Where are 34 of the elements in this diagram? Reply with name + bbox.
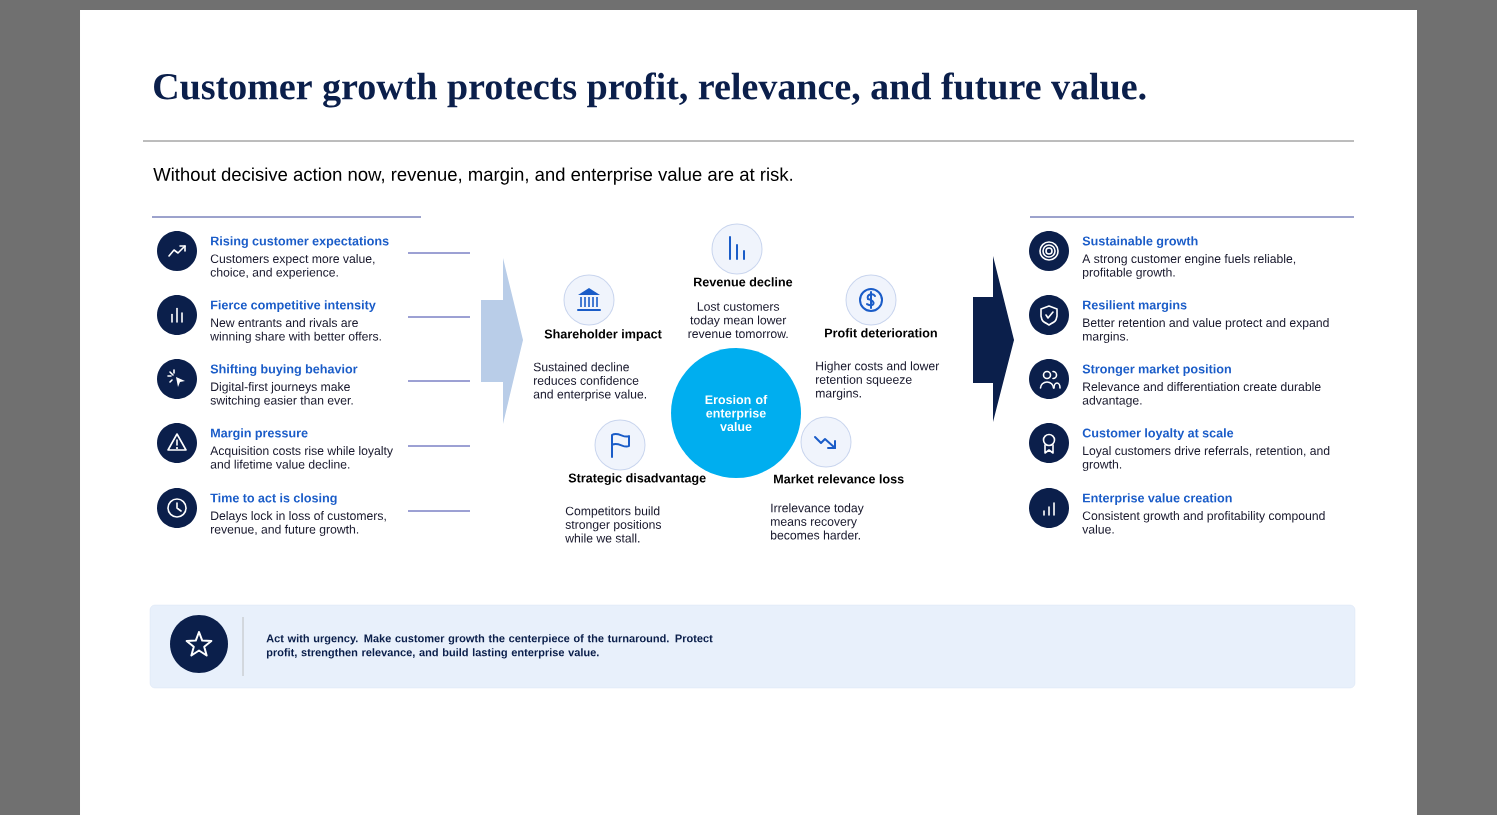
- impact-heading: Market relevance loss: [774, 474, 904, 484]
- item-heading: Resilient margins: [1083, 300, 1187, 312]
- subtitle: Without decisive action now, revenue, margin, and enterprise value are at risk.: [153, 167, 793, 185]
- item-description: Acquisition costs rise while loyalty and lifetime value decline.: [210, 446, 393, 469]
- item-description: Better retention and value protect and expand margins.: [1083, 318, 1329, 344]
- impact-heading: Strategic disadvantage: [568, 473, 706, 485]
- item-description: Customers expect more value, choice, and experience.: [210, 254, 375, 280]
- item-heading: Sustainable growth: [1082, 236, 1198, 248]
- item-heading: Margin pressure: [211, 428, 308, 440]
- circle-label: Erosion of enterprise value: [705, 394, 768, 432]
- impact-heading: Shareholder impact: [544, 329, 662, 341]
- item-heading: Stronger market position: [1082, 364, 1231, 376]
- slide-title: Customer growth protects profit, relevance, and future value.: [154, 72, 1146, 108]
- impact-description: Sustained decline reduces confidence and enterprise value.: [533, 362, 646, 401]
- item-heading: Fierce competitive intensity: [211, 300, 376, 312]
- item-heading: Time to act is closing: [210, 493, 337, 505]
- impact-description: Higher costs and lower retention squeeze margins.: [816, 361, 940, 400]
- item-heading: Shifting buying behavior: [210, 364, 358, 376]
- impact-description: Competitors build stronger positions while we stall.: [565, 506, 662, 543]
- item-heading: Rising customer expectations: [211, 236, 389, 248]
- item-description: New entrants and rivals are winning share with better offers.: [210, 318, 381, 344]
- impact-description: Lost customers today mean lower revenue tomorrow.: [688, 302, 788, 339]
- item-description: Delays lock in loss of customers, revenue, and future growth.: [211, 511, 386, 537]
- item-description: A strong customer engine fuels reliable, profitable growth.: [1082, 254, 1296, 280]
- impact-heading: Profit deterioration: [825, 328, 937, 338]
- item-description: Consistent growth and profitability compound value.: [1082, 511, 1325, 534]
- item-description: Relevance and differentiation create durable advantage.: [1082, 382, 1321, 408]
- item-heading: Enterprise value creation: [1083, 493, 1232, 505]
- impact-heading: Revenue decline: [694, 277, 793, 287]
- item-description: Loyal customers drive referrals, retention, and growth.: [1082, 446, 1330, 472]
- item-heading: Customer loyalty at scale: [1082, 428, 1234, 440]
- impact-description: Irrelevance today means recovery becomes harder.: [771, 503, 864, 540]
- callout-box: Act with urgency. Make customer growth the centerpiece of the turnaround. Protect profit, strengthen relevance, and build lasting enterprise value.: [149, 604, 1356, 689]
- item-description: Digital-first journeys make switching easier than ever.: [210, 382, 353, 408]
